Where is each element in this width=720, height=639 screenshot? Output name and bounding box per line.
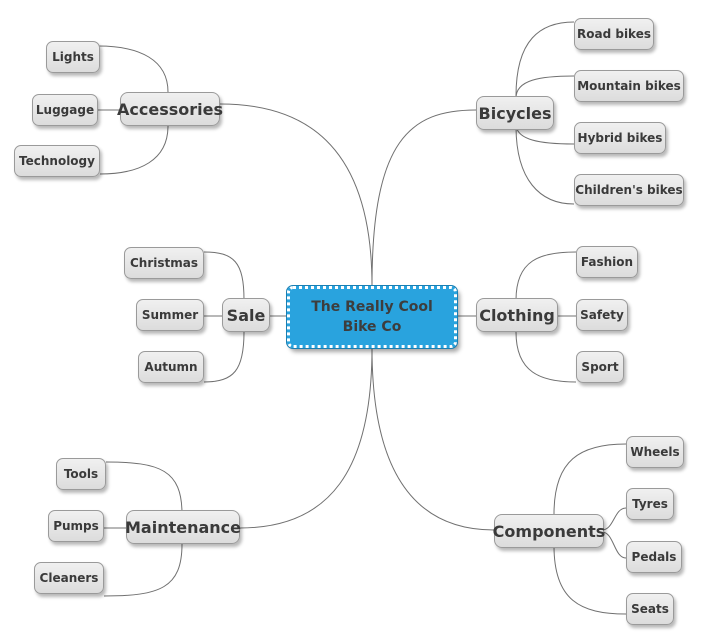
branch-components-label: Components: [492, 521, 606, 541]
leaf-cleaners-label: Cleaners: [39, 571, 99, 585]
link-maintenance-tools: [105, 461, 183, 515]
leaf-road-bikes-label: Road bikes: [577, 27, 651, 41]
branch-maintenance-label: Maintenance: [125, 517, 242, 537]
link-accessories-lights: [97, 45, 169, 93]
leaf-wheels-label: Wheels: [630, 445, 680, 459]
leaf-technology-label: Technology: [19, 154, 95, 168]
leaf-seats-label: Seats: [631, 602, 669, 616]
leaf-summer[interactable]: Summer: [136, 299, 204, 331]
leaf-autumn-label: Autumn: [144, 360, 198, 374]
leaf-sport-label: Sport: [581, 360, 619, 374]
link-accessories-technology: [99, 125, 169, 175]
leaf-pedals[interactable]: Pedals: [626, 541, 682, 573]
branch-clothing[interactable]: Clothing: [476, 298, 558, 332]
link-components-tyres: [601, 507, 627, 531]
leaf-christmas-label: Christmas: [129, 256, 198, 270]
branch-bicycles-label: Bicycles: [478, 103, 552, 123]
leaf-mountain-bikes[interactable]: Mountain bikes: [574, 70, 684, 102]
branch-accessories-label: Accessories: [117, 99, 223, 119]
leaf-childrens-bikes[interactable]: Children's bikes: [574, 174, 684, 206]
leaf-tools[interactable]: Tools: [56, 458, 106, 490]
branch-components[interactable]: Components: [492, 514, 606, 548]
branch-accessories[interactable]: Accessories: [117, 92, 223, 126]
leaf-technology[interactable]: Technology: [14, 145, 100, 177]
leaf-autumn[interactable]: Autumn: [138, 351, 204, 383]
leaf-sport[interactable]: Sport: [576, 351, 624, 383]
leaf-summer-label: Summer: [141, 308, 199, 322]
leaf-fashion-label: Fashion: [580, 255, 634, 269]
link-center-bicycles: [371, 109, 477, 287]
leaf-fashion[interactable]: Fashion: [576, 246, 638, 278]
link-components-pedals: [601, 531, 627, 559]
link-clothing-sport: [515, 331, 577, 383]
leaf-mountain-bikes-label: Mountain bikes: [577, 79, 681, 93]
link-center-accessories: [219, 103, 373, 287]
leaf-luggage[interactable]: Luggage: [32, 94, 98, 126]
link-components-seats: [553, 545, 627, 615]
branch-bicycles[interactable]: Bicycles: [476, 96, 554, 130]
leaf-safety[interactable]: Safety: [576, 299, 628, 331]
link-sale-christmas: [203, 251, 245, 301]
center-title-line1: The Really Cool: [311, 299, 433, 315]
leaf-cleaners[interactable]: Cleaners: [34, 562, 104, 594]
link-bicycles-children: [515, 125, 575, 205]
link-center-maintenance: [239, 347, 373, 529]
branch-maintenance[interactable]: Maintenance: [125, 510, 242, 544]
link-sale-autumn: [203, 331, 245, 383]
leaf-pedals-label: Pedals: [631, 550, 677, 564]
link-maintenance-cleaners: [103, 543, 183, 597]
link-center-components: [371, 347, 495, 531]
link-bicycles-road: [515, 21, 575, 97]
leaf-luggage-label: Luggage: [35, 103, 95, 117]
leaf-road-bikes[interactable]: Road bikes: [574, 18, 654, 50]
leaf-hybrid-bikes-label: Hybrid bikes: [577, 131, 663, 145]
leaf-tools-label: Tools: [63, 467, 99, 481]
leaf-christmas[interactable]: Christmas: [124, 247, 204, 279]
leaf-lights[interactable]: Lights: [46, 41, 100, 73]
leaf-hybrid-bikes[interactable]: Hybrid bikes: [574, 122, 666, 154]
leaf-pumps-label: Pumps: [53, 519, 99, 533]
leaf-seats[interactable]: Seats: [626, 593, 674, 625]
leaf-lights-label: Lights: [52, 50, 94, 64]
leaf-wheels[interactable]: Wheels: [626, 436, 684, 468]
link-clothing-fashion: [515, 251, 577, 301]
leaf-tyres-label: Tyres: [632, 497, 668, 511]
center-node[interactable]: The Really Cool Bike Co: [286, 285, 458, 349]
leaf-safety-label: Safety: [580, 308, 624, 322]
branch-clothing-label: Clothing: [479, 305, 555, 325]
branch-sale-label: Sale: [226, 305, 266, 325]
leaf-childrens-bikes-label: Children's bikes: [575, 183, 683, 197]
link-bicycles-mountain: [515, 75, 575, 99]
branch-sale[interactable]: Sale: [222, 298, 270, 332]
leaf-pumps[interactable]: Pumps: [48, 510, 104, 542]
link-components-wheels: [553, 443, 627, 515]
leaf-tyres[interactable]: Tyres: [626, 488, 674, 520]
center-title-line2: Bike Co: [342, 319, 402, 335]
